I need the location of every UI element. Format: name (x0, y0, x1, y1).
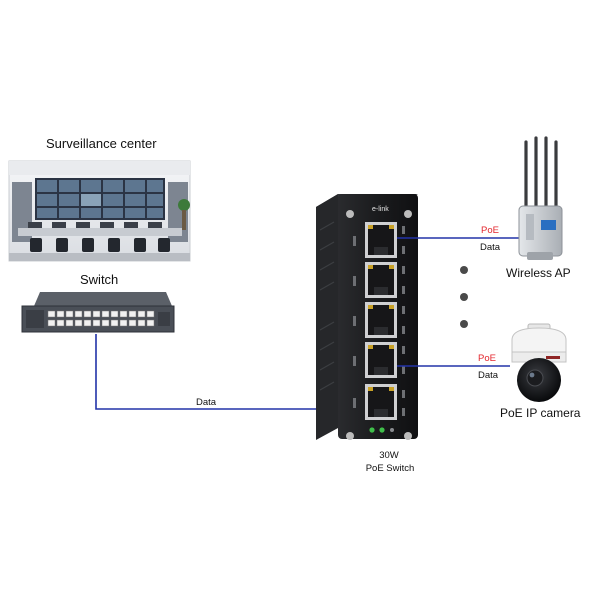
network-switch-icon (21, 292, 175, 333)
data-link-line (95, 334, 370, 410)
wireless-ap-icon (518, 136, 563, 260)
ip-camera-label: PoE IP camera (500, 406, 581, 420)
ap-data-label: Data (480, 242, 501, 253)
wireless-ap-label: Wireless AP (506, 266, 571, 280)
poe-switch-power-label: 30W (379, 450, 399, 461)
surveillance-center-label: Surveillance center (46, 136, 157, 151)
dome-camera-icon (511, 323, 567, 402)
data-link-label: Data (196, 397, 217, 408)
camera-poe-label: PoE (478, 353, 496, 364)
camera-data-label: Data (478, 370, 499, 381)
more-devices-dots (460, 266, 468, 328)
surveillance-room-photo (8, 160, 191, 262)
poe-switch-name-label: PoE Switch (365, 463, 415, 474)
ap-poe-label: PoE (481, 225, 499, 236)
poe-switch-brand: e-link (372, 206, 389, 213)
poe-switch-device (316, 194, 418, 440)
ethernet-ports (365, 222, 397, 420)
switch-label: Switch (80, 272, 119, 287)
